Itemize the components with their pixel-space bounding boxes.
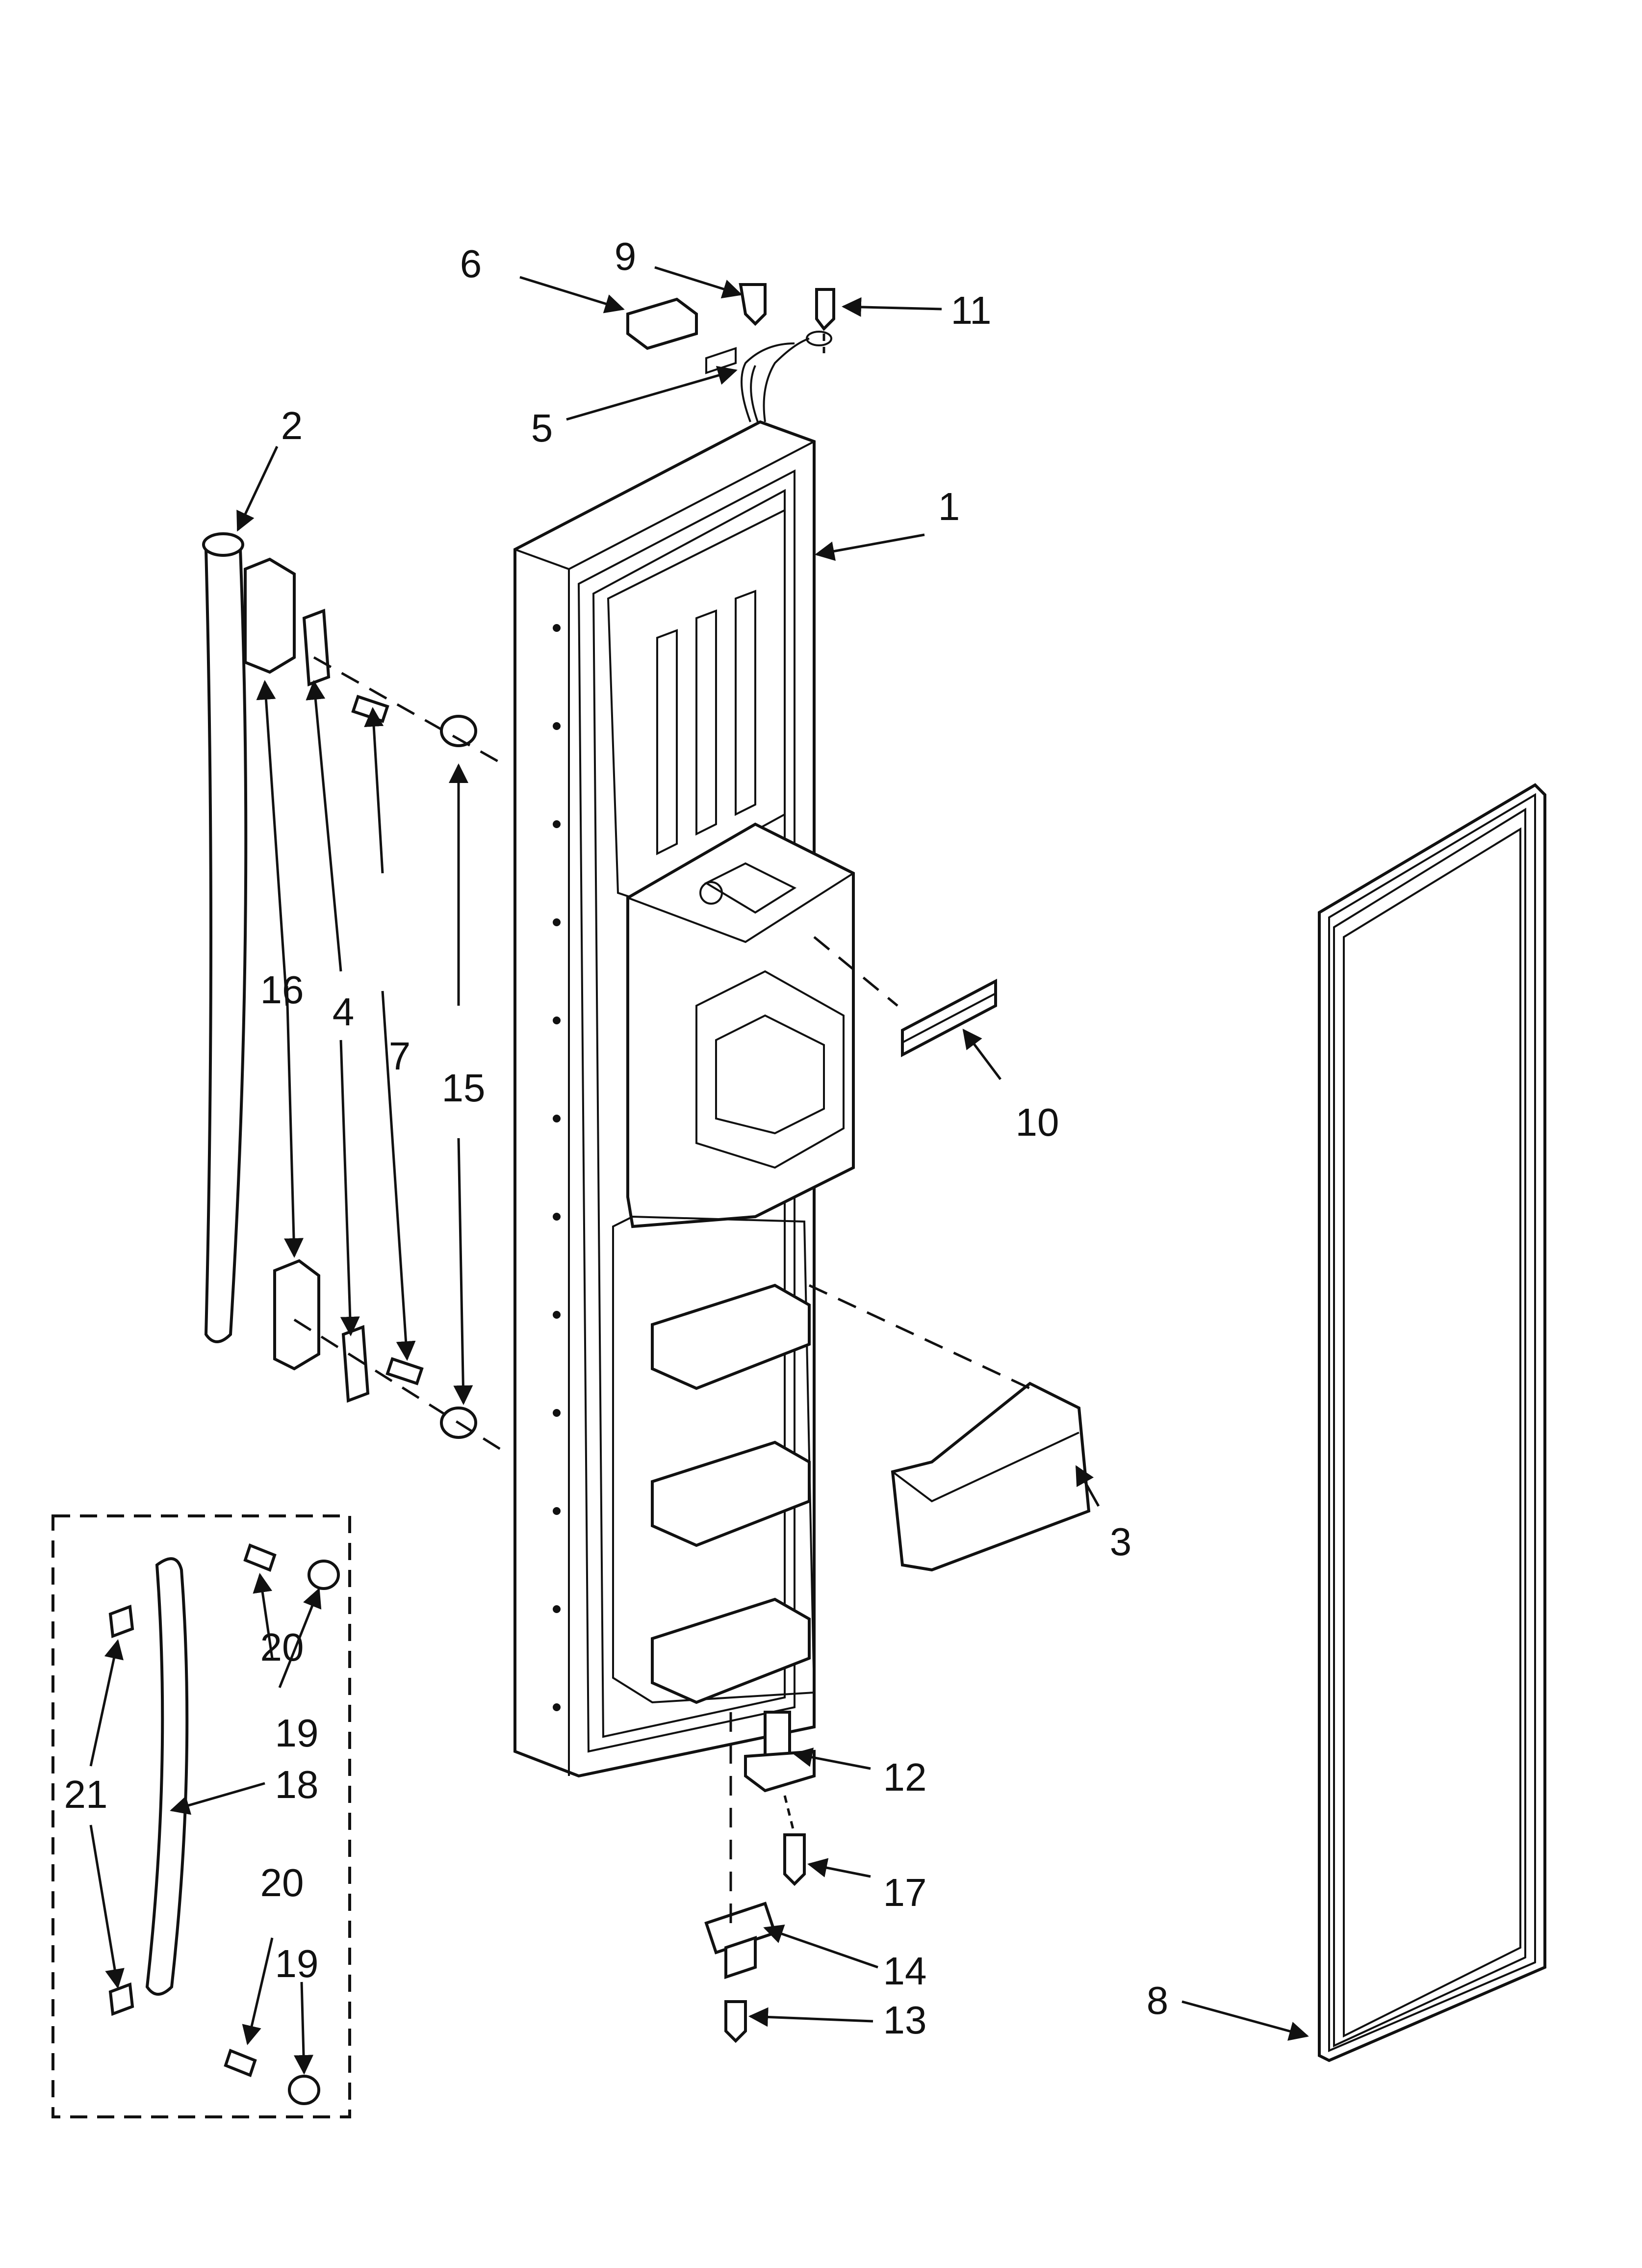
callout-20-lower: 20 — [260, 1861, 304, 1904]
callout-17: 17 — [883, 1871, 927, 1914]
callout-13: 13 — [883, 1998, 927, 2042]
callout-2: 2 — [281, 404, 303, 447]
door-shelves — [651, 1283, 811, 1704]
part-3-bin — [808, 1284, 1091, 1572]
callout-20-upper: 20 — [260, 1625, 304, 1669]
callout-12: 12 — [883, 1755, 927, 1799]
callout-15: 15 — [442, 1066, 486, 1110]
callout-5: 5 — [531, 406, 553, 450]
handle-kit — [51, 1514, 351, 2118]
callout-10: 10 — [1016, 1100, 1059, 1144]
hinge-parts — [704, 1711, 816, 2043]
callout-6: 6 — [460, 242, 482, 286]
callout-19-upper: 19 — [275, 1711, 319, 1755]
callout-8: 8 — [1147, 1979, 1169, 2022]
callout-7: 7 — [389, 1034, 411, 1078]
top-parts — [626, 283, 835, 422]
door-assembly — [513, 420, 855, 1778]
callout-3: 3 — [1110, 1520, 1132, 1564]
callout-4: 4 — [333, 990, 355, 1034]
callout-14: 14 — [883, 1949, 927, 1993]
handle-assembly — [202, 532, 506, 1454]
leader-lines — [89, 266, 1309, 2075]
callout-16: 16 — [260, 968, 304, 1012]
callout-11: 11 — [950, 288, 991, 332]
callout-9: 9 — [615, 235, 637, 278]
callout-19-lower: 19 — [275, 1942, 319, 1985]
part-10 — [813, 936, 997, 1057]
door-gasket — [1318, 783, 1546, 2062]
callout-18: 18 — [275, 1763, 319, 1806]
door-edge-holes — [553, 624, 561, 1711]
callout-1: 1 — [938, 485, 960, 528]
callout-labels: 1 2 3 4 5 6 7 8 9 10 11 12 13 14 15 16 1… — [64, 235, 1169, 2042]
callout-21: 21 — [64, 1773, 108, 1816]
